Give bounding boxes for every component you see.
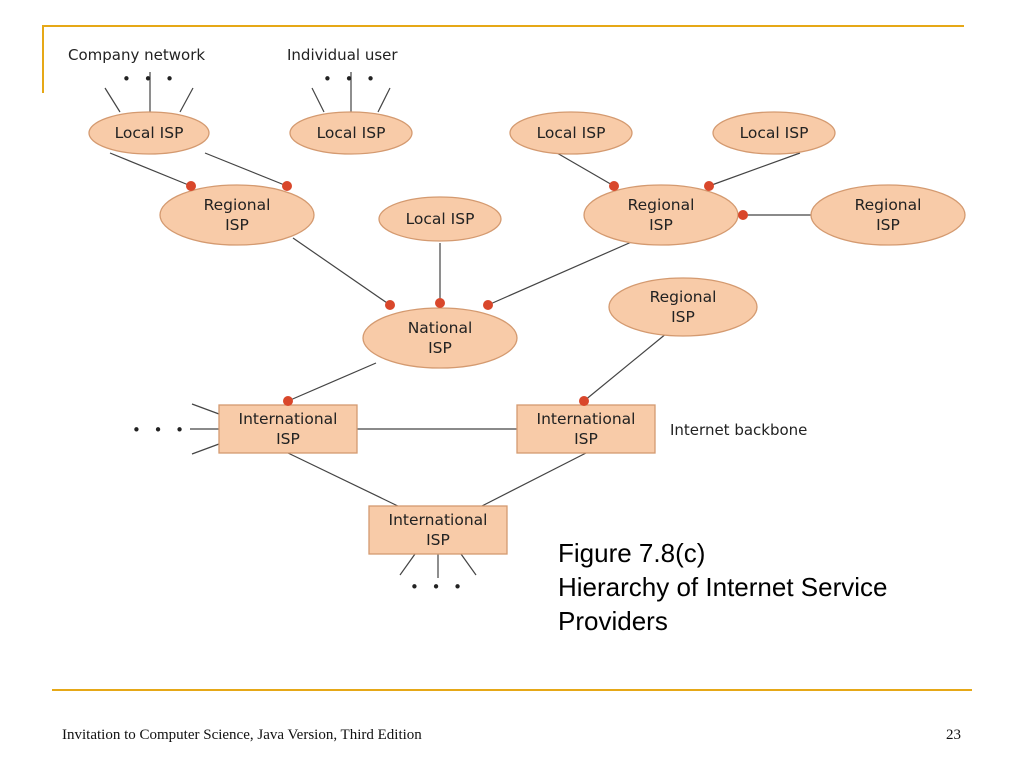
local-isp-node: Local ISP <box>378 196 502 242</box>
local-isp-node: Local ISP <box>88 111 210 155</box>
node-label: Local ISP <box>406 210 475 228</box>
connector-dot <box>282 181 292 191</box>
connection-line <box>104 87 121 113</box>
connector-dot <box>579 396 589 406</box>
accent-rule-bottom <box>52 689 972 691</box>
node-label: Regional <box>628 196 695 214</box>
footer-book-title: Invitation to Computer Science, Java Ver… <box>62 727 422 743</box>
node-label: International <box>537 410 636 428</box>
node-label: ISP <box>671 308 695 326</box>
node-label: ISP <box>574 430 598 448</box>
node-label: ISP <box>428 339 452 357</box>
connection-line <box>204 152 288 187</box>
connection-line <box>311 87 325 113</box>
node-label: Local ISP <box>115 124 184 142</box>
node-label: Local ISP <box>740 124 809 142</box>
node-label: Regional <box>650 288 717 306</box>
node-label: ISP <box>426 531 450 549</box>
page-number: 23 <box>946 727 961 743</box>
node-label: International <box>239 410 338 428</box>
node-label: ISP <box>649 216 673 234</box>
node-label: International <box>389 511 488 529</box>
company-network-label: Company network <box>68 46 205 64</box>
caption-figure-number: Figure 7.8(c) <box>558 538 706 568</box>
ellipsis-mark: • • • <box>410 578 466 596</box>
connection-line <box>556 152 615 187</box>
node-label: Regional <box>855 196 922 214</box>
ellipsis-mark: • • • <box>323 70 379 88</box>
node-label: ISP <box>225 216 249 234</box>
figure-caption: Figure 7.8(c) Hierarchy of Internet Serv… <box>558 536 988 638</box>
caption-title-line1: Hierarchy of Internet Service <box>558 572 888 602</box>
connection-line <box>179 87 194 113</box>
connection-line <box>583 332 668 402</box>
connection-line <box>708 152 801 187</box>
connection-line <box>287 452 403 509</box>
connection-line <box>191 403 220 415</box>
connection-line <box>292 237 391 306</box>
accent-rule-top <box>44 25 964 27</box>
node-label: Local ISP <box>317 124 386 142</box>
connection-line <box>487 239 637 306</box>
connection-line <box>191 443 220 455</box>
isp-hierarchy-diagram: Local ISP Local ISP Local ISP Local ISP Loca… <box>68 46 966 596</box>
local-isp-node: Local ISP <box>509 111 633 155</box>
connection-line <box>377 87 391 113</box>
connector-dot <box>738 210 748 220</box>
node-label: National <box>408 319 473 337</box>
connection-line <box>399 553 416 576</box>
connector-dot <box>483 300 493 310</box>
local-isp-node: Local ISP <box>712 111 836 155</box>
connector-dot <box>704 181 714 191</box>
connector-dot <box>435 298 445 308</box>
node-label: ISP <box>276 430 300 448</box>
node-label: ISP <box>876 216 900 234</box>
node-label: Regional <box>204 196 271 214</box>
connection-line <box>287 362 377 402</box>
connector-dot <box>385 300 395 310</box>
accent-rule-left <box>42 25 44 93</box>
connection-line <box>109 152 192 187</box>
local-isp-node: Local ISP <box>289 111 413 155</box>
caption-title-line2: Providers <box>558 606 668 636</box>
connection-lines <box>104 72 811 578</box>
ellipsis-mark: • • • <box>122 70 178 88</box>
ellipsis-mark: • • • <box>132 421 188 439</box>
connector-dot <box>186 181 196 191</box>
connector-dot <box>283 396 293 406</box>
node-label: Local ISP <box>537 124 606 142</box>
internet-backbone-label: Internet backbone <box>670 421 807 439</box>
connection-line <box>477 452 587 509</box>
connector-dots <box>186 181 748 406</box>
connection-line <box>460 553 477 576</box>
individual-user-label: Individual user <box>287 46 398 64</box>
connector-dot <box>609 181 619 191</box>
isp-nodes: Local ISP Local ISP Local ISP Local ISP Loca… <box>88 111 966 555</box>
